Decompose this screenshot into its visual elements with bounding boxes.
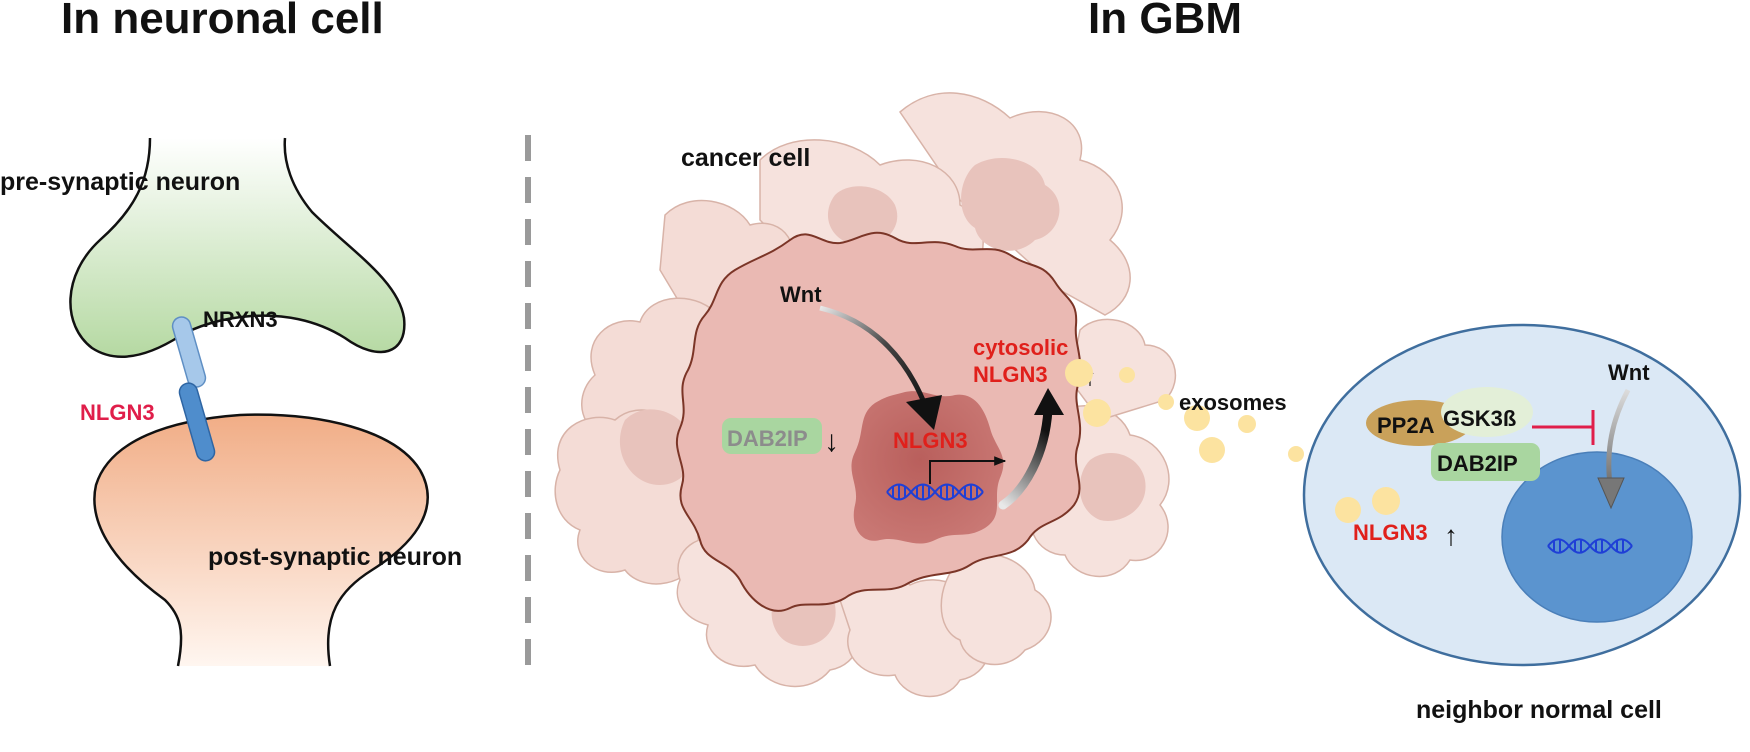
- wnt-signal-arrowhead: [906, 395, 942, 430]
- nlgn3-normal-label: NLGN3: [1353, 520, 1428, 545]
- neighbor-cell-label: neighbor normal cell: [1416, 696, 1662, 724]
- post-synaptic-neuron-outline: [93, 413, 429, 667]
- wnt-label-cancer: Wnt: [780, 282, 822, 307]
- nlgn3-normal-up-arrow: ↑: [1444, 520, 1458, 551]
- cancer-dna-helix: [886, 483, 984, 501]
- gbm-panel-title: In GBM: [1088, 0, 1242, 43]
- pre-synaptic-neuron-outline: [69, 137, 406, 358]
- gsk3b-protein: [1441, 387, 1533, 437]
- dab2ip-box-normal: [1431, 443, 1540, 481]
- normal-dna-helix: [1547, 538, 1633, 554]
- wnt-arrow-normal: [1606, 388, 1631, 486]
- nrxn3-label: NRXN3: [203, 307, 278, 332]
- nucleus-nlgn3-label: NLGN3: [893, 428, 968, 453]
- normal-cell-nucleus: [1501, 451, 1693, 623]
- export-arrow: [998, 405, 1053, 510]
- cytosolic-nlgn3-label: NLGN3: [973, 362, 1048, 387]
- post-synaptic-neuron-shape: [94, 414, 428, 666]
- tumor-cell-cluster: [554, 92, 1176, 697]
- cancer-cell-label: cancer cell: [681, 144, 810, 172]
- left-panel-title: In neuronal cell: [61, 0, 384, 43]
- dab2ip-box-cancer: [722, 418, 822, 454]
- nrxn3-protein: [171, 316, 207, 388]
- transcription-arrow: [929, 456, 1007, 484]
- exosomes-label: exosomes: [1179, 390, 1287, 415]
- cancer-cell-nucleus: [851, 391, 1004, 544]
- post-synaptic-label: post-synaptic neuron: [208, 543, 462, 571]
- gsk3b-label: GSK3ß: [1443, 406, 1516, 431]
- exosomes-uptake: [1335, 487, 1400, 523]
- pre-synaptic-label: pre-synaptic neuron: [0, 168, 240, 196]
- cytosolic-label: cytosolic: [973, 335, 1068, 360]
- wnt-signal-arrow: [819, 305, 928, 406]
- dab2ip-label-normal: DAB2IP: [1437, 451, 1518, 476]
- pp2a-label: PP2A: [1377, 413, 1435, 438]
- wnt-arrowhead-normal: [1597, 477, 1625, 510]
- wnt-label-normal: Wnt: [1608, 360, 1650, 385]
- nlgn3-protein: [178, 382, 216, 462]
- export-arrowhead: [1034, 388, 1064, 415]
- pre-synaptic-neuron-shape: [70, 138, 405, 357]
- dab2ip-label-cancer: DAB2IP: [727, 426, 808, 451]
- dab2ip-down-arrow: ↓: [824, 425, 839, 458]
- nlgn3-synapse-label: NLGN3: [80, 400, 155, 425]
